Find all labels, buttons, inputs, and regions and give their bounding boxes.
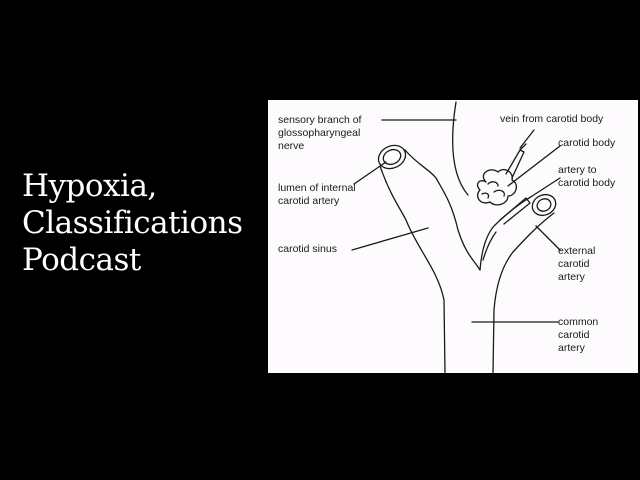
carotid-anatomy-drawing [351,101,561,373]
bifurcation-notch [482,231,497,261]
carotid-sinus-wall [404,149,481,271]
carotid-body-diagram: sensory branch of glossopharyngeal nerve… [268,100,638,373]
glossopharyngeal-nerve-shape [452,101,469,196]
leader-external-carotid [535,225,561,251]
leader-artery-to-body [525,177,561,201]
leader-vein [519,129,535,149]
label-common-carotid: common carotid artery [558,316,599,354]
vein-shape [505,149,525,179]
label-carotid-body: carotid body [558,137,616,149]
internal-carotid-left-wall [379,165,446,373]
artery-to-body-shape [499,197,531,225]
leader-carotid-body [507,145,561,187]
title-line: Hypoxia, [22,168,157,204]
label-external-carotid: external carotid artery [558,245,596,283]
internal-carotid-opening [377,144,407,170]
label-vein-carotid-body: vein from carotid body [500,113,604,125]
label-carotid-sinus: carotid sinus [278,243,337,255]
label-lumen-internal-carotid: lumen of internal carotid artery [278,182,356,207]
label-artery-to-carotid-body: artery to carotid body [558,164,616,189]
external-carotid-lower-wall [492,212,555,373]
label-sensory-branch: sensory branch of glossopharyngeal nerve [278,114,362,152]
external-carotid-opening [531,193,557,217]
title-line: Podcast [22,242,141,278]
leader-carotid-sinus [351,227,429,251]
external-carotid-lumen-ring [536,198,552,212]
podcast-title: Hypoxia, Classifications Podcast [22,168,262,279]
internal-carotid-lumen-ring [382,148,402,166]
vein-branch [519,143,527,151]
carotid-body-cluster [476,168,518,206]
title-line: Classifications [22,205,243,241]
leader-lumen [353,161,387,185]
